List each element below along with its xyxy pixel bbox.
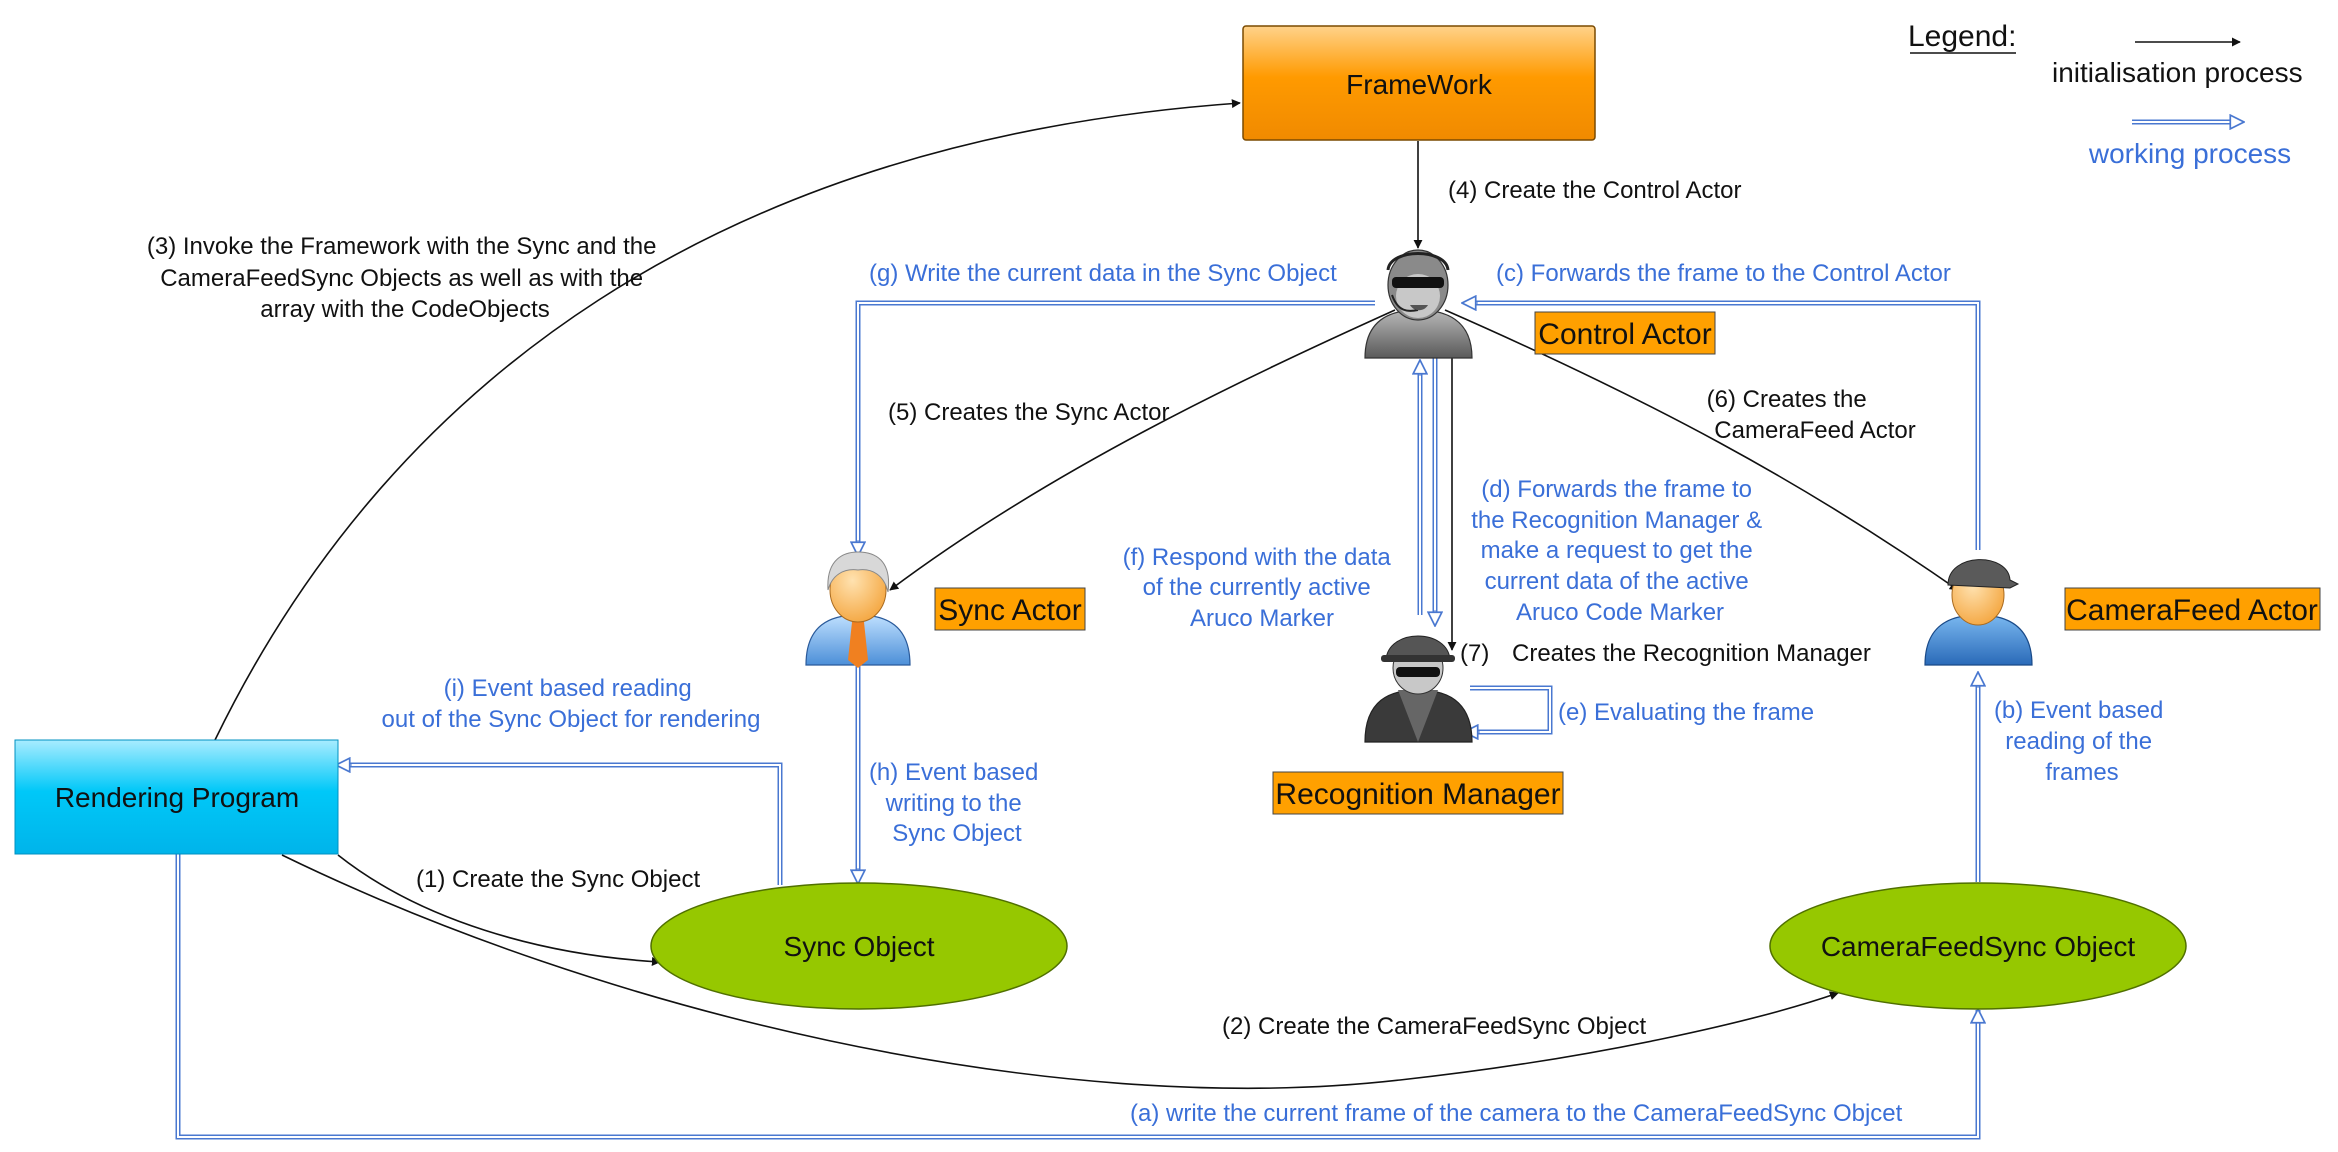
- sync-actor-tag: Sync Actor: [934, 587, 1086, 631]
- legend-working-label: working process: [2088, 138, 2291, 169]
- arrow-g-control-to-sync-actor: [858, 300, 1375, 556]
- rendering-program-node: Rendering Program: [14, 739, 339, 855]
- working-arrows: [175, 300, 1981, 1140]
- sync-actor-icon: [805, 551, 911, 668]
- step-h-label: (h) Event based writing to the Sync Obje…: [869, 759, 1045, 847]
- init-arrows: [214, 99, 1959, 1090]
- control-actor-label: Control Actor: [1538, 318, 1711, 351]
- sync-object-node: Sync Object: [650, 882, 1068, 1010]
- init-labels: (1) Create the Sync Object (2) Create th…: [147, 177, 1916, 1040]
- sync-object-label: Sync Object: [784, 931, 935, 962]
- rendering-program-label: Rendering Program: [55, 782, 299, 813]
- legend-title: Legend:: [1908, 20, 2016, 53]
- legend: Legend: initialisation process working p…: [1908, 20, 2303, 169]
- sync-actor-label: Sync Actor: [938, 594, 1081, 627]
- step-1-label: (1) Create the Sync Object: [416, 866, 700, 893]
- camfeedsync-object-node: CameraFeedSync Object: [1769, 882, 2187, 1010]
- control-actor-icon: [1364, 249, 1473, 359]
- recognition-manager-tag: Recognition Manager: [1272, 771, 1564, 815]
- step-f-label: (f) Respond with the data of the current…: [1123, 544, 1398, 632]
- step-c-label: (c) Forwards the frame to the Control Ac…: [1496, 260, 1951, 287]
- step-7-label: Creates the Recognition Manager: [1512, 640, 1871, 667]
- camerafeed-actor-icon: [1924, 559, 2033, 666]
- step-e-label: (e) Evaluating the frame: [1558, 699, 1814, 726]
- step-6-label: (6) Creates the CameraFeed Actor: [1707, 386, 1916, 444]
- step-g-label: (g) Write the current data in the Sync O…: [869, 260, 1337, 287]
- camerafeed-actor-tag: CameraFeed Actor: [2064, 587, 2321, 631]
- step-3-label: (3) Invoke the Framework with the Sync a…: [147, 233, 663, 323]
- step-d-label: (d) Forwards the frame to the Recognitio…: [1471, 476, 1769, 626]
- step-4-label: (4) Create the Control Actor: [1448, 177, 1741, 204]
- step-5-label: (5) Creates the Sync Actor: [888, 399, 1169, 426]
- arrow-c-camera-actor-to-control: [1462, 303, 1981, 550]
- step-2-label: (2) Create the CameraFeedSync Object: [1222, 1013, 1647, 1040]
- step-7-number: (7): [1460, 640, 1489, 667]
- arrow-e-recognition-self-loop: [1464, 685, 1553, 732]
- arrow-a-render-to-camfeedsync: [175, 853, 1978, 1140]
- arrow-i-syncobject-to-render: [336, 765, 783, 885]
- control-actor-tag: Control Actor: [1534, 311, 1716, 355]
- arrow-5-control-to-sync-actor: [889, 309, 1396, 591]
- step-a-label: (a) write the current frame of the camer…: [1130, 1100, 1903, 1127]
- framework-node: FrameWork: [1242, 25, 1596, 141]
- step-b-label: (b) Event based reading of the frames: [1994, 697, 2170, 786]
- step-i-label: (i) Event based reading out of the Sync …: [382, 675, 761, 733]
- arrow-1-render-to-syncobject: [337, 854, 661, 967]
- arrow-3-render-to-framework: [214, 99, 1241, 741]
- legend-init-label: initialisation process: [2052, 57, 2303, 88]
- framework-label: FrameWork: [1346, 69, 1493, 100]
- working-labels: (a) write the current frame of the camer…: [382, 260, 2170, 1127]
- camfeedsync-object-label: CameraFeedSync Object: [1821, 931, 2136, 962]
- recognition-manager-icon: [1364, 635, 1473, 743]
- recognition-manager-label: Recognition Manager: [1275, 778, 1560, 811]
- camerafeed-actor-label: CameraFeed Actor: [2066, 594, 2318, 627]
- arrow-6-control-to-camera-actor: [1444, 309, 1959, 591]
- arrow-2-render-to-camfeedsync: [281, 854, 1839, 1090]
